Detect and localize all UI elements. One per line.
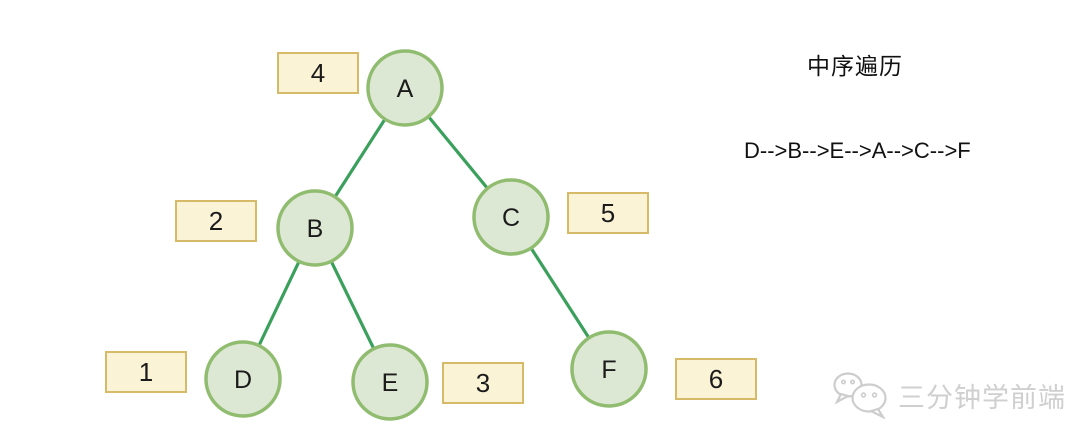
order-box-d xyxy=(105,351,187,393)
tree-node-e: E xyxy=(351,343,429,421)
order-value-a: 4 xyxy=(311,58,325,88)
node-b-circle xyxy=(276,189,354,267)
node-c-circle xyxy=(472,178,550,256)
tree-node-a: A xyxy=(366,49,444,127)
wechat-icon xyxy=(833,372,887,419)
tree-node-d: D xyxy=(204,340,282,418)
watermark: 三分钟学前端 xyxy=(831,371,1066,419)
order-label-node-c: 5 xyxy=(567,192,649,234)
node-a-circle xyxy=(366,49,444,127)
tree-nodes: A B C D E F xyxy=(204,49,648,421)
order-label-node-b: 2 xyxy=(175,200,257,242)
binary-tree-diagram: A B C D E F xyxy=(105,49,757,421)
order-value-b: 2 xyxy=(209,206,223,236)
node-c-label: C xyxy=(502,204,520,232)
node-f-circle xyxy=(570,330,648,408)
node-b-label: B xyxy=(307,215,324,243)
traversal-sequence: D-->B-->E-->A-->C-->F xyxy=(744,138,971,163)
node-d-circle xyxy=(204,340,282,418)
order-label-node-f: 6 xyxy=(675,358,757,400)
order-label-node-e: 3 xyxy=(442,362,524,404)
order-value-e: 3 xyxy=(476,368,490,398)
tree-node-f: F xyxy=(570,330,648,408)
order-labels: 4 2 5 1 3 6 xyxy=(105,52,757,404)
node-d-label: D xyxy=(234,366,252,394)
order-box-b xyxy=(175,200,257,242)
order-box-f xyxy=(675,358,757,400)
order-box-c xyxy=(567,192,649,234)
node-e-label: E xyxy=(382,369,399,397)
order-value-d: 1 xyxy=(139,357,153,387)
node-f-label: F xyxy=(601,356,616,384)
order-box-a xyxy=(277,52,359,94)
node-a-label: A xyxy=(397,75,414,103)
tree-node-c: C xyxy=(472,178,550,256)
traversal-title: 中序遍历 xyxy=(807,53,903,79)
order-label-node-a: 4 xyxy=(277,52,359,94)
order-value-c: 5 xyxy=(601,198,615,228)
order-label-node-d: 1 xyxy=(105,351,187,393)
tree-node-b: B xyxy=(276,189,354,267)
order-value-f: 6 xyxy=(709,364,723,394)
watermark-text: 三分钟学前端 xyxy=(898,382,1066,413)
order-box-e xyxy=(442,362,524,404)
node-e-circle xyxy=(351,343,429,421)
